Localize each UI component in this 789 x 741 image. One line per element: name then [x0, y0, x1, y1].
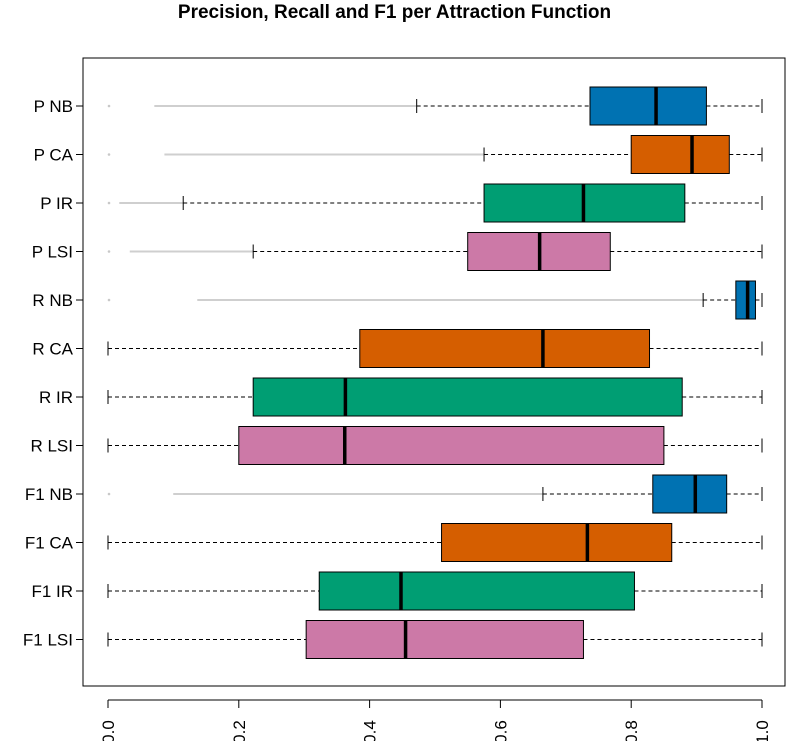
- box: [441, 523, 673, 562]
- box: [318, 571, 635, 611]
- y-tick-label: P IR: [40, 194, 73, 213]
- chart-title: Precision, Recall and F1 per Attraction …: [177, 2, 612, 23]
- y-tick-label: R CA: [32, 340, 73, 359]
- box: [652, 474, 728, 514]
- outlier-point: [107, 250, 111, 253]
- x-tick-label: 0.8: [622, 720, 641, 741]
- y-tick-label: R NB: [32, 291, 73, 310]
- x-tick-label: 0.4: [361, 720, 380, 741]
- box: [305, 620, 584, 659]
- y-tick-label: R IR: [39, 388, 73, 407]
- y-tick-label: P CA: [34, 146, 74, 165]
- outlier-point: [107, 104, 111, 108]
- x-tick-label: 0.6: [491, 720, 510, 741]
- outlier-point: [107, 492, 111, 496]
- y-tick-label: P LSI: [32, 243, 73, 262]
- outlier-point: [107, 201, 111, 205]
- y-tick-label: F1 LSI: [23, 631, 73, 650]
- y-tick-label: R LSI: [30, 437, 73, 456]
- y-tick-label: F1 NB: [25, 485, 73, 504]
- box: [252, 377, 683, 417]
- box: [359, 329, 651, 368]
- y-tick-label: P NB: [34, 97, 73, 116]
- x-tick-label: 0.0: [99, 720, 118, 741]
- outlier-point: [107, 298, 111, 302]
- plot-frame: [82, 57, 786, 687]
- box: [735, 280, 756, 320]
- box: [238, 426, 665, 465]
- x-tick-label: 1.0: [753, 720, 772, 741]
- box: [630, 135, 730, 174]
- x-tick-label: 0.2: [230, 720, 249, 741]
- y-tick-label: F1 IR: [31, 582, 73, 601]
- plot-layer: 0.0 0.2 0.4 0.6 0.8 1.0 P NB P CA P IR P LSI R NB R…: [23, 57, 786, 741]
- y-tick-label: F1 CA: [25, 534, 74, 553]
- outlier-point: [107, 153, 111, 156]
- box: [589, 86, 707, 126]
